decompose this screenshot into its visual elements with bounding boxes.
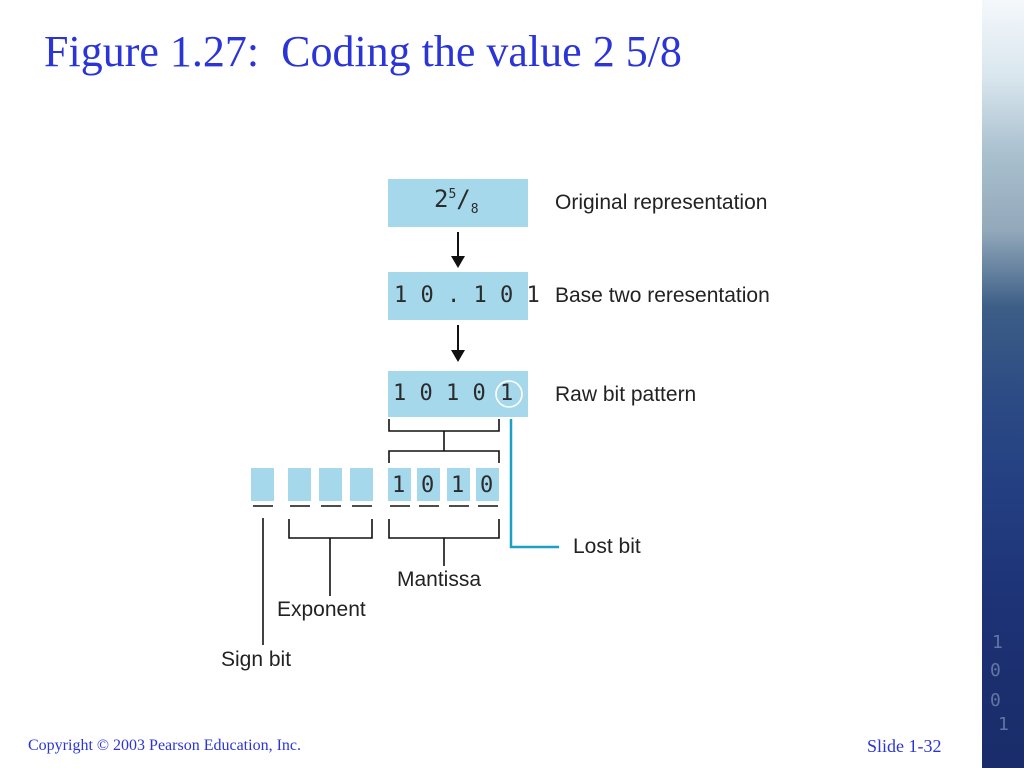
sign-bit-cell [251, 468, 274, 501]
slide-number: Slide 1-32 [867, 736, 942, 756]
sign-bit-label: Sign bit [221, 648, 292, 671]
raw-bit-pattern-label: Raw bit pattern [555, 383, 697, 406]
exponent-bracket [288, 519, 373, 539]
exponent-cell-2 [319, 468, 342, 501]
base-two-label: Base two reresentation [555, 284, 770, 307]
mantissa-cell-3: 1 [447, 468, 470, 501]
strip-digit: 0 [990, 660, 1001, 681]
exponent-cell-1 [288, 468, 311, 501]
arrow-head-2 [451, 350, 465, 362]
mantissa-bit: 0 [421, 473, 435, 498]
raw-bit-pattern-value: 1 0 1 0 [393, 381, 486, 406]
raw-bits-bracket [388, 419, 500, 432]
mantissa-label: Mantissa [397, 568, 482, 591]
fraction-denominator: 8 [470, 201, 479, 217]
mantissa-bracket [388, 519, 500, 539]
fraction-whole: 2 [434, 185, 449, 213]
lost-bit-circle [495, 380, 523, 408]
original-representation-box: 25/8 [388, 179, 528, 227]
lost-bit-line [509, 419, 559, 549]
base-two-box: 1 0 . 1 0 1 [388, 272, 540, 320]
mantissa-top-bracket [388, 450, 500, 463]
mantissa-bit: 1 [392, 473, 406, 498]
fraction-value: 25/8 [434, 185, 479, 217]
exponent-label: Exponent [277, 598, 366, 621]
decorative-side-strip: 1 0 0 1 [982, 0, 1024, 768]
fraction-numerator: 5 [448, 187, 457, 202]
lost-bit-label: Lost bit [573, 535, 641, 558]
mantissa-cell-1: 1 [388, 468, 411, 501]
strip-digit: 0 [990, 690, 1001, 711]
copyright-footer: Copyright © 2003 Pearson Education, Inc. [28, 737, 301, 754]
original-representation-label: Original representation [555, 191, 768, 214]
base-two-value: 1 0 . 1 0 1 [394, 283, 540, 308]
lost-bit-digit: 1 [500, 381, 514, 406]
arrow-head-1 [451, 256, 465, 268]
exponent-cell-3 [350, 468, 373, 501]
mantissa-bit: 1 [451, 473, 465, 498]
slide-title: Figure 1.27: Coding the value 2 5/8 [44, 27, 682, 76]
mantissa-bit: 0 [480, 473, 494, 498]
strip-digit: 1 [992, 632, 1003, 653]
mantissa-cell-4: 0 [476, 468, 499, 501]
strip-digit: 1 [998, 714, 1009, 735]
raw-bit-pattern-box: 1 0 1 0 1 [388, 371, 528, 417]
mantissa-cell-2: 0 [417, 468, 440, 501]
fraction-slash: / [456, 185, 471, 213]
